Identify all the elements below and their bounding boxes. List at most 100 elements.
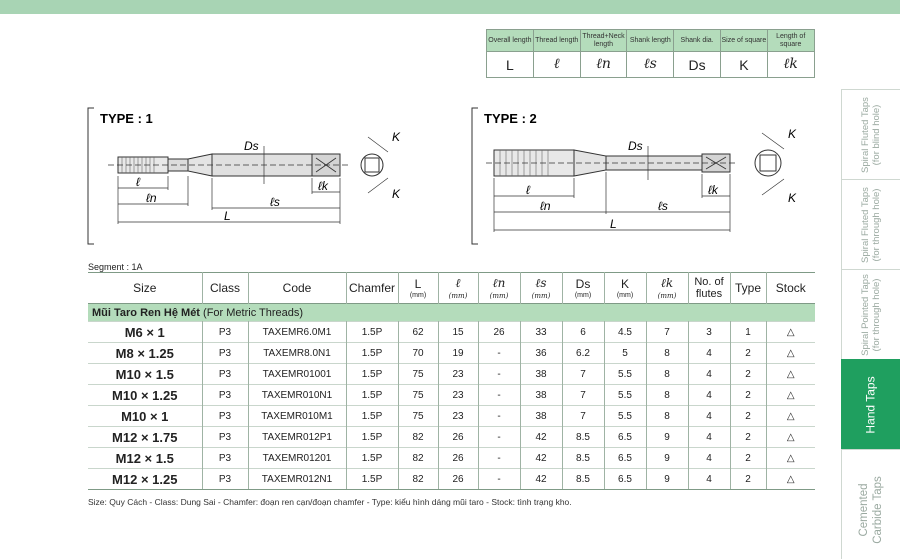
cell-size: M10 × 1.5 <box>88 363 203 385</box>
cell-size: M12 × 1.5 <box>88 447 203 469</box>
cell-l: 15 <box>438 321 479 343</box>
cell-flutes: 4 <box>688 426 731 448</box>
col-size: Size <box>88 272 203 304</box>
cell-L: 82 <box>398 468 439 490</box>
tab-spiral-fluted-taps-through[interactable]: Spiral Fluted Taps(for through hole) <box>841 179 900 269</box>
cell-ls: 38 <box>520 384 563 406</box>
legend-header: Thread length <box>532 29 581 52</box>
cell-lk: 8 <box>646 384 689 406</box>
cell-code: TAXEMR012P1 <box>248 426 347 448</box>
tab-label: Spiral Pointed Taps(for through hole) <box>860 274 882 356</box>
cell-code: TAXEMR010M1 <box>248 405 347 427</box>
cell-code: TAXEMR012N1 <box>248 468 347 490</box>
cell-stock: △ <box>766 447 815 469</box>
col-l-unit: (mm) <box>448 292 468 300</box>
type2-k-label-top: K <box>788 127 797 141</box>
cell-type: 2 <box>730 405 767 427</box>
cell-stock: △ <box>766 384 815 406</box>
cell-chamfer: 1.5P <box>346 468 399 490</box>
type1-L-label: L <box>224 209 231 223</box>
type2-ln-label: ℓn <box>540 199 551 213</box>
cell-size: M10 × 1.25 <box>88 384 203 406</box>
col-lk-symbol: ℓk <box>660 276 674 290</box>
col-ds-unit: (mm) <box>574 292 592 299</box>
tab-label-line1: Cemented <box>858 482 870 537</box>
tab-spiral-fluted-taps[interactable]: Spiral Fluted Taps(for blind hole) <box>841 89 900 179</box>
cell-size: M12 × 1.25 <box>88 468 203 490</box>
col-stock: Stock <box>766 272 815 304</box>
cell-class: P3 <box>202 468 249 490</box>
type1-l-label: ℓ <box>136 175 141 189</box>
cell-L: 82 <box>398 447 439 469</box>
col-ln-unit: (mm) <box>489 292 509 300</box>
cell-ls: 38 <box>520 405 563 427</box>
cell-ds: 6.2 <box>562 342 605 364</box>
footnote: Size: Quy Cách - Class: Dung Sai - Chamf… <box>88 497 572 507</box>
cell-k: 6.5 <box>604 468 647 490</box>
section-title-bold: Mũi Taro Ren Hệ Mét <box>92 306 200 319</box>
cell-size: M12 × 1.75 <box>88 426 203 448</box>
legend-symbol: L <box>486 51 534 78</box>
legend-header: Thread+Neck length <box>579 29 628 52</box>
tab-label-line2: Carbide Taps <box>872 475 884 544</box>
cell-stock: △ <box>766 468 815 490</box>
col-lk: ℓk(mm) <box>646 272 689 304</box>
legend-symbol: ℓs <box>626 51 675 78</box>
type2-L-label: L <box>610 217 617 231</box>
type1-ln-label: ℓn <box>146 191 157 205</box>
type2-drawing: TYPE : 2 Ds ℓ ℓn ℓs ℓk L <box>471 107 797 245</box>
tab-hand-taps[interactable]: Hand Taps <box>841 359 900 449</box>
section-title-normal: (For Metric Threads) <box>199 306 304 319</box>
cell-chamfer: 1.5P <box>346 447 399 469</box>
cell-l: 19 <box>438 342 479 364</box>
cell-flutes: 4 <box>688 342 731 364</box>
legend-symbol: ℓk <box>766 51 815 78</box>
col-ln: ℓn (mm) <box>478 272 521 304</box>
cell-lk: 8 <box>646 363 689 385</box>
col-ds: Ds(mm) <box>562 272 605 304</box>
cell-type: 2 <box>730 363 767 385</box>
cell-lk: 8 <box>646 405 689 427</box>
cell-flutes: 4 <box>688 363 731 385</box>
cell-L: 75 <box>398 384 439 406</box>
cell-l: 23 <box>438 405 479 427</box>
cell-ds: 7 <box>562 384 605 406</box>
cell-lk: 8 <box>646 342 689 364</box>
cell-L: 75 <box>398 363 439 385</box>
col-k-unit: (mm) <box>616 292 634 299</box>
legend-symbol: K <box>719 51 768 78</box>
type2-ls-label: ℓs <box>658 199 668 213</box>
cell-ln: - <box>478 426 521 448</box>
cell-L: 82 <box>398 426 439 448</box>
type2-title: TYPE : 2 <box>484 111 537 126</box>
cell-class: P3 <box>202 426 249 448</box>
type1-ds-label: Ds <box>244 139 259 153</box>
legend-symbol: ℓ <box>532 51 581 78</box>
cell-ln: - <box>478 363 521 385</box>
col-ln-symbol: ℓn <box>492 276 506 290</box>
cell-size: M6 × 1 <box>88 321 203 343</box>
cell-l: 23 <box>438 363 479 385</box>
cell-size: M8 × 1.25 <box>88 342 203 364</box>
cell-k: 5.5 <box>604 363 647 385</box>
tab-label-line1: Spiral Fluted Taps <box>860 96 871 173</box>
cell-ds: 8.5 <box>562 447 605 469</box>
type1-lk-label: ℓk <box>318 179 329 193</box>
type2-lk-label: ℓk <box>708 183 719 197</box>
cell-k: 5.5 <box>604 405 647 427</box>
cell-k: 5 <box>604 342 647 364</box>
cell-L: 62 <box>398 321 439 343</box>
dimension-legend: Overall length Thread length Thread+Neck… <box>486 29 815 78</box>
cell-ln: - <box>478 447 521 469</box>
type2-k-label-bottom: K <box>788 191 797 205</box>
col-ds-symbol: Ds <box>575 277 591 291</box>
type1-diagram: TYPE : 1 Ds ℓ ℓ <box>86 106 416 246</box>
col-type: Type <box>730 272 767 304</box>
tab-spiral-pointed-taps[interactable]: Spiral Pointed Taps(for through hole) <box>841 269 900 359</box>
cell-L: 75 <box>398 405 439 427</box>
col-ls: ℓs(mm) <box>520 272 563 304</box>
